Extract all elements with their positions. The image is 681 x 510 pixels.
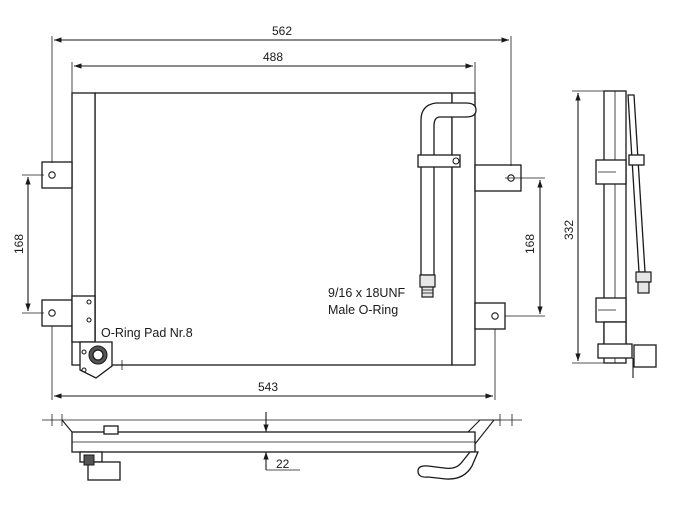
core-width-value: 488 — [263, 50, 283, 64]
left-lower-mount-tab — [41, 299, 73, 327]
side-view: 332 — [562, 90, 657, 378]
fitting-spec-line1: 9/16 x 18UNF — [328, 286, 405, 300]
left-spacing-value: 168 — [12, 234, 26, 254]
oring-pad-fitting — [71, 295, 113, 379]
front-view: 9/16 x 18UNF Male O-Ring O-Ring Pad Nr.8 — [41, 92, 522, 379]
offset-value: 22 — [276, 457, 290, 471]
dimension-right-mount-spacing: 168 — [505, 177, 545, 317]
outlet-pipe — [417, 102, 477, 298]
dimension-overall-width: 562 — [51, 24, 512, 166]
overall-width-value: 562 — [272, 24, 292, 38]
dimension-core-width: 488 — [71, 50, 476, 94]
dimension-left-mount-spacing: 168 — [12, 174, 44, 314]
right-header-tank — [451, 92, 476, 366]
top-view: 22 — [42, 412, 522, 481]
oring-pad-label: O-Ring Pad Nr.8 — [101, 326, 193, 340]
fitting-spec-line2: Male O-Ring — [328, 303, 398, 317]
bottom-width-value: 543 — [258, 380, 278, 394]
side-height-value: 332 — [562, 220, 576, 240]
right-lower-mount-tab — [474, 302, 506, 330]
left-upper-mount-tab — [41, 161, 73, 189]
dimension-bottom-width: 543 — [51, 326, 496, 400]
right-spacing-value: 168 — [523, 234, 537, 254]
condenser-core — [94, 92, 453, 366]
